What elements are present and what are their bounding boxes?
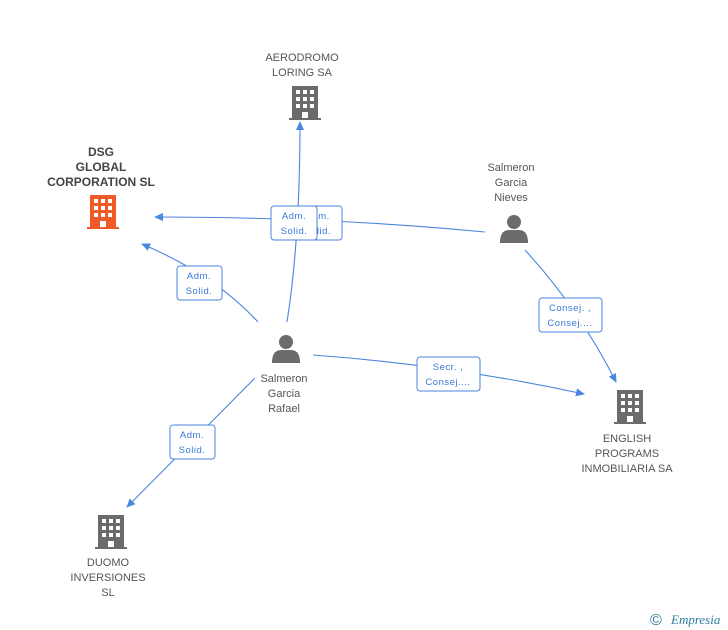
empresia-logo: © Empresia	[650, 612, 721, 629]
svg-text:Adm.: Adm.	[180, 430, 204, 441]
node-salmeron-garcia-rafael[interactable]: Salmeron Garcia Rafael	[260, 335, 308, 415]
svg-text:Solid.: Solid.	[179, 445, 206, 456]
svg-text:INVERSIONES: INVERSIONES	[70, 572, 145, 584]
svg-text:Consej. ,: Consej. ,	[549, 303, 591, 314]
svg-text:Solid.: Solid.	[281, 226, 308, 237]
svg-text:INMOBILIARIA SA: INMOBILIARIA SA	[581, 463, 673, 475]
person-icon	[500, 215, 528, 243]
svg-text:Salmeron: Salmeron	[260, 373, 307, 385]
copyright-icon: ©	[650, 612, 662, 629]
svg-text:LORING SA: LORING SA	[272, 67, 333, 79]
svg-text:PROGRAMS: PROGRAMS	[595, 448, 659, 460]
svg-text:Secr. ,: Secr. ,	[433, 362, 463, 373]
svg-text:AERODROMO: AERODROMO	[265, 52, 339, 64]
node-english-programs[interactable]: ENGLISH PROGRAMS INMOBILIARIA SA	[581, 390, 673, 475]
svg-text:Empresia: Empresia	[670, 612, 721, 627]
svg-text:GLOBAL: GLOBAL	[76, 160, 127, 174]
svg-text:m.: m.	[318, 211, 330, 222]
svg-text:Rafael: Rafael	[268, 403, 300, 415]
building-icon	[614, 390, 646, 424]
edge-label-rafael-aerodromo[interactable]: Adm. Solid.	[270, 205, 318, 241]
svg-text:CORPORATION SL: CORPORATION SL	[47, 175, 155, 189]
svg-text:Consej....: Consej....	[547, 318, 592, 329]
person-icon	[272, 335, 300, 363]
node-aerodromo-loring[interactable]: AERODROMO LORING SA	[265, 52, 339, 120]
svg-text:DUOMO: DUOMO	[87, 557, 130, 569]
svg-text:Nieves: Nieves	[494, 192, 528, 204]
svg-text:SL: SL	[101, 587, 114, 599]
node-duomo-inversiones[interactable]: DUOMO INVERSIONES SL	[70, 515, 146, 599]
svg-text:Consej....: Consej....	[425, 377, 470, 388]
svg-text:lid.: lid.	[317, 226, 331, 237]
svg-text:DSG: DSG	[88, 145, 114, 159]
building-icon	[289, 86, 321, 120]
edge-label-rafael-dsg[interactable]: Adm. Solid.	[176, 265, 223, 301]
edge-label-nieves-english[interactable]: Consej. , Consej....	[538, 297, 603, 333]
svg-text:Garcia: Garcia	[268, 388, 301, 400]
node-dsg-global[interactable]: DSG GLOBAL CORPORATION SL	[47, 145, 155, 229]
edge-label-rafael-english[interactable]: Secr. , Consej....	[416, 356, 481, 392]
svg-text:Garcia: Garcia	[495, 177, 528, 189]
building-icon	[95, 515, 127, 549]
svg-text:Salmeron: Salmeron	[487, 162, 534, 174]
svg-text:Adm.: Adm.	[187, 271, 211, 282]
building-icon	[87, 195, 119, 229]
node-salmeron-garcia-nieves[interactable]: Salmeron Garcia Nieves	[487, 162, 535, 243]
svg-text:Solid.: Solid.	[186, 286, 213, 297]
svg-text:Adm.: Adm.	[282, 211, 306, 222]
edge-label-rafael-duomo[interactable]: Adm. Solid.	[169, 424, 216, 460]
svg-text:ENGLISH: ENGLISH	[603, 433, 651, 445]
